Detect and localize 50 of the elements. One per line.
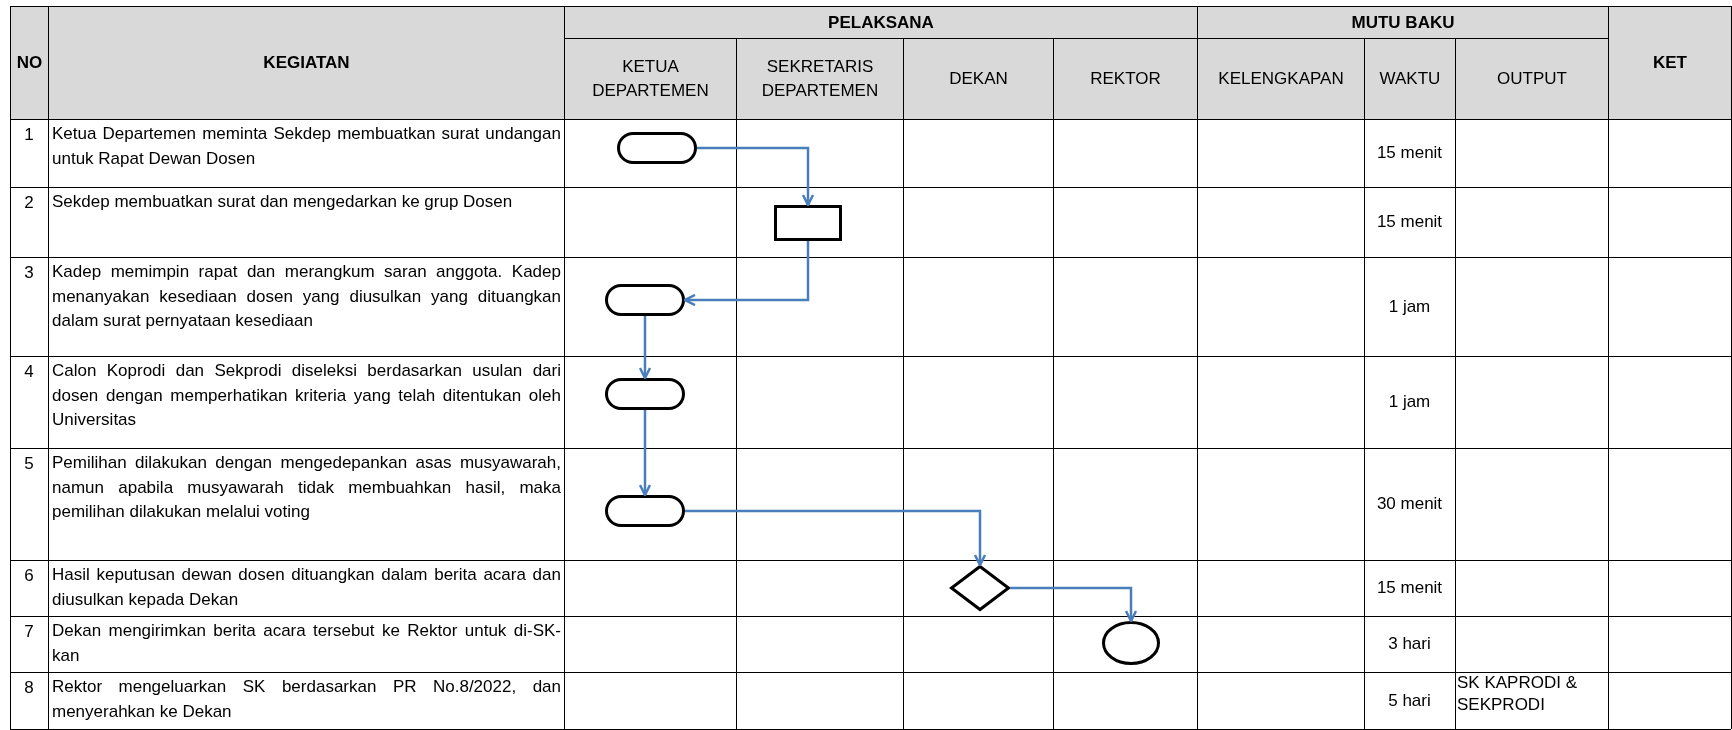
column-header: KET (1608, 6, 1732, 120)
activity-text: Pemilihan dilakukan dengan mengedepankan asas musyawarah, namun apabila musyawarah tidak membuahkan hasil, maka pemilihan dilakukan melalui voting (52, 452, 561, 524)
column-header: OUTPUT (1455, 38, 1609, 120)
activity-text: Kadep memimpin rapat dan merangkum saran anggota. Kadep menanyakan kesediaan dosen yang diusulkan yang dituangkan dalam surat pernyataan kesediaan (52, 261, 561, 333)
row-number: 7 (23, 621, 35, 643)
column-header: DEKAN (903, 38, 1054, 120)
row-number: 6 (23, 565, 35, 587)
activity-text: Dekan mengirimkan berita acara tersebut ke Rektor untuk di-SK-kan (52, 620, 561, 667)
terminator-symbol (605, 284, 685, 316)
decision-diamond (950, 565, 1010, 611)
column-header: WAKTU (1364, 38, 1456, 120)
duration-text: 15 menit (1375, 142, 1444, 164)
terminator-symbol (617, 132, 697, 164)
duration-text: 30 menit (1375, 493, 1444, 515)
duration-text: 3 hari (1387, 633, 1432, 655)
column-header: KELENGKAPAN (1197, 38, 1365, 120)
connector-circle (1102, 621, 1160, 665)
arrow (638, 316, 652, 380)
output-text: SK KAPRODI & SEKPRODI (1457, 672, 1578, 717)
row-number: 4 (23, 361, 35, 383)
row-number: 3 (23, 262, 35, 284)
row-number: 1 (23, 124, 35, 146)
row-number: 8 (23, 677, 35, 699)
column-header: MUTU BAKU (1197, 6, 1609, 39)
arrow (1010, 586, 1138, 623)
activity-text: Hasil keputusan dewan dosen dituangkan dalam berita acara dan diusulkan kepada Dekan (52, 564, 561, 611)
duration-text: 1 jam (1387, 391, 1432, 413)
column-header: KEGIATAN (48, 6, 565, 120)
terminator-symbol (605, 495, 685, 527)
arrow (683, 241, 810, 307)
activity-text: Sekdep membuatkan surat dan mengedarkan ke grup Dosen (52, 191, 514, 213)
activity-text: Rektor mengeluarkan SK berdasarkan PR No.8/2022, dan menyerahkan ke Dekan (52, 676, 561, 723)
duration-text: 15 menit (1375, 211, 1444, 233)
process-box (774, 205, 842, 241)
column-header: SEKRETARIS DEPARTEMEN (736, 38, 904, 120)
activity-text: Ketua Departemen meminta Sekdep membuatkan surat undangan untuk Rapat Dewan Dosen (52, 123, 561, 170)
duration-text: 5 hari (1387, 689, 1432, 712)
arrow (685, 509, 987, 567)
arrow (697, 146, 815, 207)
row-number: 2 (23, 192, 35, 214)
column-header: PELAKSANA (564, 6, 1198, 39)
terminator-symbol (605, 378, 685, 410)
column-header: KETUA DEPARTEMEN (564, 38, 737, 120)
activity-text: Calon Koprodi dan Sekprodi diseleksi berdasarkan usulan dari dosen dengan memperhatikan kriteria yang telah ditentukan oleh Universitas (52, 360, 561, 432)
duration-text: 1 jam (1387, 295, 1432, 318)
arrow (638, 410, 652, 497)
row-number: 5 (23, 453, 35, 475)
duration-text: 15 menit (1375, 577, 1444, 599)
column-header: NO (10, 6, 49, 120)
column-header: REKTOR (1053, 38, 1198, 120)
